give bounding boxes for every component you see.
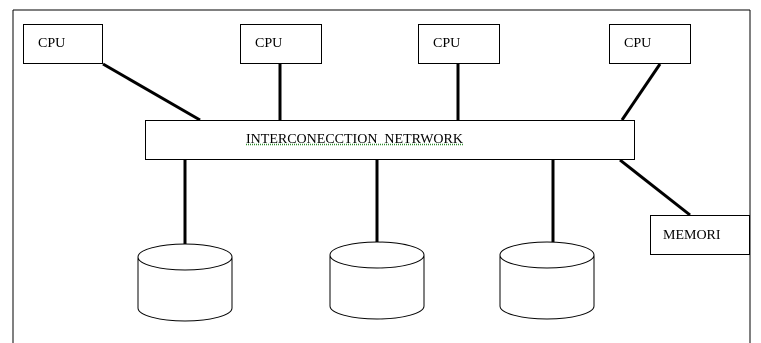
cpu-node-1-label: CPU (38, 36, 66, 51)
cpu-node-1: CPU (23, 24, 103, 64)
disk-storage-1 (137, 243, 233, 322)
cpu-node-3: CPU (418, 24, 500, 64)
link-memory (619, 158, 691, 217)
cpu-node-2: CPU (240, 24, 322, 64)
cpu-node-4: CPU (609, 24, 691, 64)
network-label: INTERCONECCTION NETRWORK (246, 132, 463, 147)
memory-node: MEMORI (650, 215, 750, 255)
cpu-node-4-label: CPU (624, 36, 652, 51)
interconnection-network-bar: INTERCONECCTION NETRWORK (145, 120, 635, 160)
cpu-node-2-label: CPU (255, 36, 283, 51)
link-cpu-1 (102, 62, 201, 122)
memory-label: MEMORI (663, 228, 721, 243)
link-cpu-4 (620, 63, 662, 121)
disk-storage-3 (499, 241, 595, 320)
cpu-node-3-label: CPU (433, 36, 461, 51)
disk-storage-2 (329, 241, 425, 320)
